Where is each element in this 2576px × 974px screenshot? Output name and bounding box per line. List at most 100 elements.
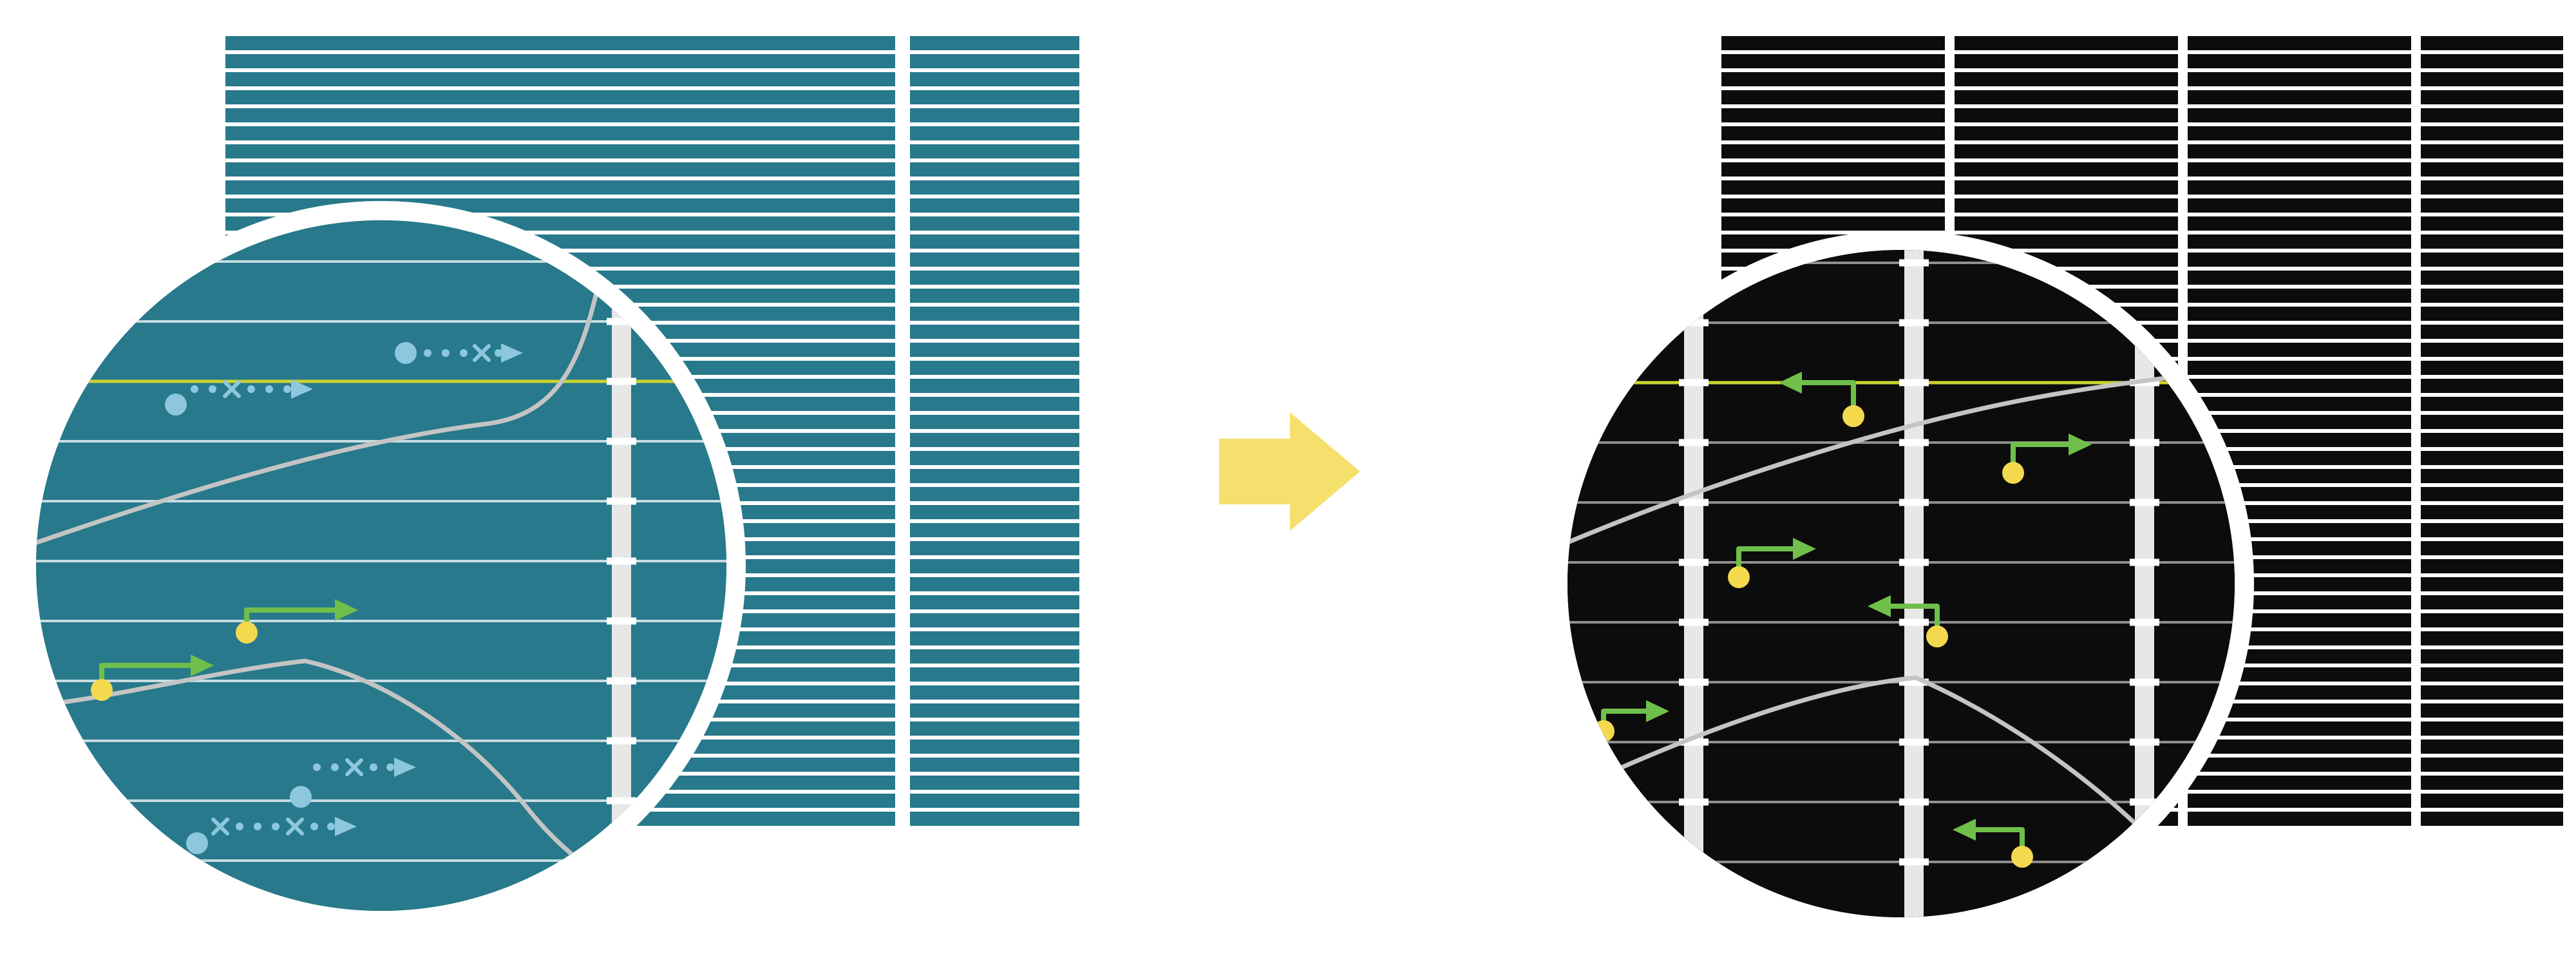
hole-arrowhead-icon: [1646, 700, 1669, 722]
electron-trail-dot: [386, 763, 394, 771]
busbar-tick: [2130, 678, 2159, 686]
busbar-tick: [1899, 798, 1929, 806]
electron-arrowhead-icon: [335, 817, 357, 836]
hole-dot: [2002, 462, 2024, 484]
busbar-tick: [607, 318, 636, 325]
busbar-tick: [1679, 798, 1709, 806]
hole-path: [1779, 372, 1864, 427]
busbar-tick: [1679, 499, 1709, 506]
busbar-tick: [607, 437, 636, 445]
hole-arrowhead-icon: [1868, 595, 1891, 617]
finger-line: [36, 500, 726, 502]
electron-trail-dot: [313, 763, 321, 771]
busbar-tick: [2130, 738, 2159, 746]
cell-after-section-4: [2421, 36, 2563, 830]
electron-arrowhead-icon: [394, 758, 416, 777]
finger-line: [36, 260, 726, 263]
recombination-cross-icon: [345, 758, 363, 776]
hole-dot: [236, 622, 258, 644]
hole-dot: [2011, 846, 2033, 868]
electron-trail-dot: [310, 823, 318, 830]
busbar-tick: [2130, 559, 2159, 566]
collection-line: [36, 379, 726, 383]
electron-trail-dot: [247, 385, 255, 393]
hole-path: [236, 599, 358, 644]
recombination-cross-icon: [223, 380, 241, 398]
recombination-cross-icon: [286, 817, 304, 836]
busbar-tick: [1899, 439, 1929, 446]
busbar-tick: [1679, 618, 1709, 626]
zoom-inset-before-background: [36, 220, 726, 911]
busbar-tick: [1899, 858, 1929, 866]
electron-dot: [186, 832, 208, 854]
hole-arrowhead-icon: [1953, 819, 1976, 841]
electron-arrowhead-icon: [291, 379, 313, 399]
busbar-tick: [1899, 678, 1929, 686]
hole-path: [1953, 819, 2033, 868]
busbar: [1904, 250, 1924, 917]
electron-dot: [165, 394, 187, 415]
busbar-tick: [2130, 858, 2159, 866]
hole-arrowhead-icon: [1779, 372, 1802, 394]
busbar-tick: [607, 857, 636, 864]
electron-trail-dot: [209, 385, 216, 393]
hole-dot: [1926, 625, 1948, 647]
electron-trail-dot: [236, 823, 243, 830]
electron-trail-dot: [254, 823, 261, 830]
hole-dot: [91, 679, 113, 701]
electron-path: [165, 379, 313, 415]
electron-path: [395, 342, 523, 364]
zoom-inset-before: [17, 201, 746, 930]
electron-trail-dot: [327, 823, 335, 830]
busbar-tick: [607, 677, 636, 685]
finger-line: [36, 620, 726, 622]
busbar-tick: [607, 377, 636, 385]
electron-dot: [395, 342, 417, 364]
recombination-cross-icon: [211, 817, 229, 836]
busbar-tick: [2130, 499, 2159, 506]
busbar-tick: [607, 737, 636, 745]
finger-line: [36, 560, 726, 562]
busbar-tick: [1899, 499, 1929, 506]
hole-dot: [1728, 566, 1750, 588]
electron-trail-dot: [370, 763, 377, 771]
electron-arrowhead-icon: [501, 343, 523, 363]
busbar-tick: [1679, 678, 1709, 686]
busbar-tick: [2130, 798, 2159, 806]
busbar: [612, 220, 631, 911]
finger-line: [36, 320, 726, 323]
busbar-tick: [607, 797, 636, 805]
busbar-tick: [1899, 319, 1929, 327]
busbar-tick: [1899, 259, 1929, 267]
electron-trail-dot: [442, 349, 450, 357]
busbar-tick: [1679, 319, 1709, 327]
busbar-tick: [1679, 439, 1709, 446]
hole-path: [1728, 538, 1816, 588]
busbar-tick: [1679, 559, 1709, 566]
electron-trail-dot: [191, 385, 198, 393]
busbar-tick: [1899, 618, 1929, 626]
electron-trail-dot: [495, 349, 502, 357]
electron-trail-dot: [424, 349, 431, 357]
busbar: [1684, 250, 1703, 917]
cell-before-section-2: [910, 36, 1079, 830]
electron-path: [186, 817, 357, 854]
busbar-tick: [1679, 738, 1709, 746]
busbar-tick: [1899, 559, 1929, 566]
finger-line: [36, 680, 726, 682]
busbar-tick: [1679, 379, 1709, 387]
busbar-tick: [607, 617, 636, 625]
electron-trail-dot: [460, 349, 468, 357]
busbar-tick: [1899, 379, 1929, 387]
busbar-tick: [1899, 738, 1929, 746]
zoom-inset-after: [1548, 231, 2254, 937]
hole-dot: [1842, 405, 1864, 427]
finger-line: [36, 859, 726, 862]
busbar-tick: [1679, 259, 1709, 267]
hole-path: [2002, 434, 2092, 484]
transform-arrow-icon: [1219, 412, 1360, 531]
electron-trail-dot: [283, 385, 291, 393]
recombination-cross-icon: [473, 344, 491, 362]
busbar-tick: [2130, 618, 2159, 626]
